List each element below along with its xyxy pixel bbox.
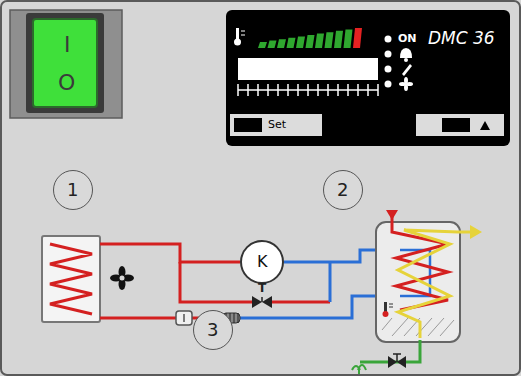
switch-off-mark: O [58, 72, 75, 94]
compressor-letter: K [257, 254, 268, 270]
rocker-switch: IO [32, 18, 98, 108]
button-label: Set [268, 119, 286, 130]
callout-number: 1 [67, 181, 78, 199]
callout-number: 2 [337, 181, 348, 199]
callout-circle: 1 [53, 170, 93, 210]
controller-display: ON DMC 36 Set [226, 10, 510, 146]
compressor-circle: K [240, 240, 284, 284]
callout-circle: 2 [323, 170, 363, 210]
model-name: DMC 36 [428, 30, 495, 47]
valve-mark: T [258, 282, 266, 294]
callout-number: 3 [207, 321, 218, 339]
callout-circle: 3 [193, 310, 233, 350]
status-text: ON [398, 33, 417, 44]
switch-on-mark: I [64, 34, 71, 56]
